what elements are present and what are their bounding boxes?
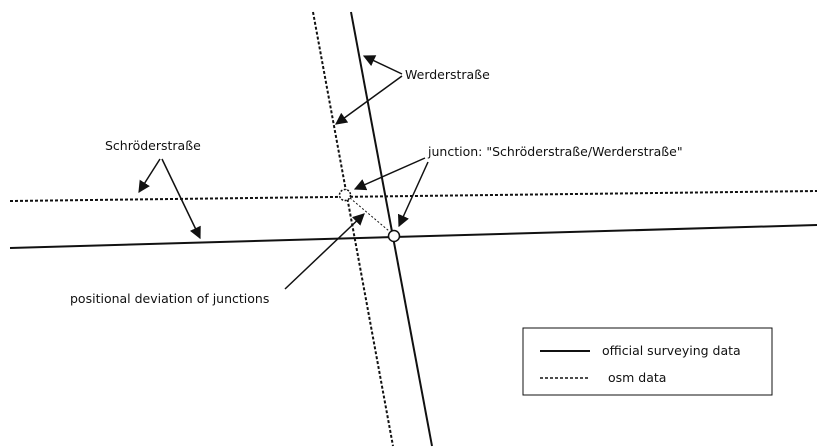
- werderstrasse-label: Werderstraße: [405, 67, 490, 82]
- official-junction-marker: [387, 229, 401, 243]
- legend-osm-label: osm data: [608, 370, 666, 385]
- junction-label: junction: "Schröderstraße/Werderstraße": [427, 144, 683, 159]
- junction-deviation-line: [349, 197, 390, 232]
- werderstrasse-official-arrow: [362, 55, 403, 75]
- legend-box: [522, 327, 773, 396]
- werderstrasse-official-line: [350, 11, 433, 447]
- junction-official-arrow: [397, 161, 429, 228]
- deviation-arrow: [284, 213, 365, 290]
- werderstrasse-osm-line: [312, 11, 394, 447]
- schroederstrasse-osm-arrow: [138, 158, 161, 194]
- deviation-label: positional deviation of junctions: [70, 291, 269, 306]
- legend: official surveying data osm data: [522, 327, 773, 396]
- werderstrasse-osm-arrow: [335, 75, 403, 125]
- schroederstrasse-label: Schröderstraße: [105, 138, 201, 153]
- schroederstrasse-official-arrow: [161, 158, 201, 240]
- junction-osm-arrow: [353, 157, 426, 191]
- schroederstrasse-official-line: [9, 224, 818, 249]
- osm-junction-marker: [338, 188, 352, 202]
- legend-official-label: official surveying data: [602, 343, 741, 358]
- schroederstrasse-osm-line: [9, 190, 818, 202]
